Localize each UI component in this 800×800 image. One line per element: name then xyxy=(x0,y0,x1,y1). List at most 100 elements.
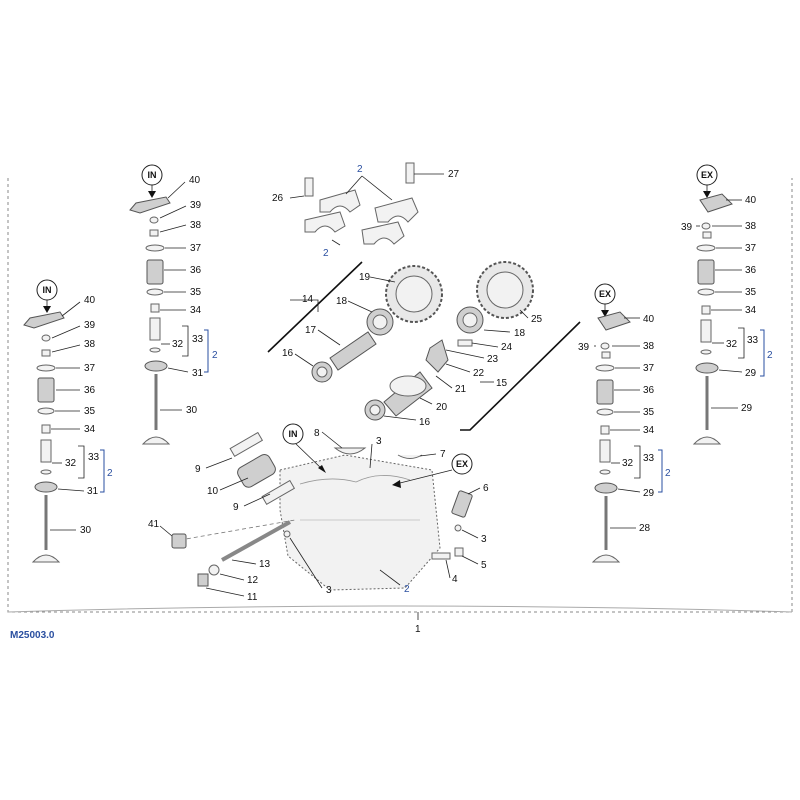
assembly-brace xyxy=(7,605,793,613)
callout-20: 20 xyxy=(436,402,448,413)
collet-part xyxy=(149,229,159,237)
in-badge-outer: IN xyxy=(36,279,58,301)
ex-badge-head: EX xyxy=(451,453,473,475)
callout-32: 32 xyxy=(65,458,77,469)
callout-39: 39 xyxy=(190,200,202,211)
callout-34: 34 xyxy=(190,305,202,316)
stud-part xyxy=(431,552,451,560)
bearing-inner xyxy=(462,312,478,328)
bearing-inner xyxy=(316,366,328,378)
callout-17: 17 xyxy=(305,325,317,336)
cam-frame-right xyxy=(460,321,581,431)
callout-38: 38 xyxy=(84,339,96,350)
valve-seal-part xyxy=(600,425,610,435)
callout-2: 2 xyxy=(323,248,329,259)
cam-cap-part xyxy=(319,189,361,213)
callout-26: 26 xyxy=(272,193,284,204)
valve-guide-part xyxy=(700,319,712,343)
svg-text:EX: EX xyxy=(599,289,611,299)
valve-guide-part xyxy=(599,439,611,463)
guide-ring-part xyxy=(149,347,161,353)
valve-seal-part xyxy=(150,303,160,313)
spring-seat-part xyxy=(596,408,614,416)
callout-37: 37 xyxy=(84,363,96,374)
callout-32: 32 xyxy=(726,339,738,350)
callout-39: 39 xyxy=(84,320,96,331)
temp-sensor-part xyxy=(171,533,187,549)
callout-23: 23 xyxy=(487,354,499,365)
valve-spring-part xyxy=(697,259,715,285)
valve-cap-part xyxy=(600,342,610,350)
callout-3: 3 xyxy=(326,585,332,596)
intake-boot-part xyxy=(237,454,276,488)
callout-30: 30 xyxy=(186,405,198,416)
callout-36: 36 xyxy=(190,265,202,276)
callout-35: 35 xyxy=(84,406,96,417)
svg-text:IN: IN xyxy=(148,170,157,180)
valve-head-part xyxy=(692,436,722,445)
callout-16: 16 xyxy=(419,417,431,428)
callout-4: 4 xyxy=(452,574,458,585)
valve-cap-part xyxy=(41,334,51,342)
spring-retainer-part xyxy=(36,364,56,372)
intake-clamp-part xyxy=(261,479,296,506)
collet-part xyxy=(601,351,611,359)
cap-bolt-part xyxy=(405,162,415,184)
dowel-part xyxy=(454,524,462,532)
sensor-guide-line xyxy=(179,519,296,541)
callout-36: 36 xyxy=(643,385,655,396)
callout-10: 10 xyxy=(207,486,219,497)
callout-37: 37 xyxy=(745,243,757,254)
spring-retainer-part xyxy=(696,244,716,252)
plug-part xyxy=(454,547,464,557)
callout-33: 33 xyxy=(192,334,204,345)
callout-15: 15 xyxy=(496,378,508,389)
callout-19: 19 xyxy=(359,272,371,283)
callout-37: 37 xyxy=(643,363,655,374)
valve-guide-part xyxy=(40,439,52,463)
cap-bolt-part xyxy=(304,177,314,197)
callout-31: 31 xyxy=(87,486,99,497)
callout-3: 3 xyxy=(481,534,487,545)
rocker-arm-part xyxy=(597,311,631,331)
half-moon-seal-part xyxy=(333,447,367,455)
callout-24: 24 xyxy=(501,342,513,353)
collet-part xyxy=(41,349,51,357)
callout-37: 37 xyxy=(190,243,202,254)
callout-5: 5 xyxy=(481,560,487,571)
callout-14: 14 xyxy=(302,294,314,305)
cam-cap-part xyxy=(304,211,346,233)
callout-34: 34 xyxy=(745,305,757,316)
cam-cap-part xyxy=(374,197,419,223)
callout-36: 36 xyxy=(84,385,96,396)
cam-cap-part xyxy=(361,221,405,245)
callout-29: 29 xyxy=(745,368,757,379)
rocker-arm-part xyxy=(699,193,733,213)
valve-stack-ex-inner: EX 40 39 38 37 36 35 34 32 33 2 29 28 xyxy=(578,283,671,563)
valve-head-part xyxy=(141,436,171,445)
callout-40: 40 xyxy=(745,195,757,206)
callout-35: 35 xyxy=(643,407,655,418)
callout-38: 38 xyxy=(643,341,655,352)
valve-cap-part xyxy=(701,222,711,230)
callout-35: 35 xyxy=(745,287,757,298)
ex-badge-inner: EX xyxy=(594,283,616,305)
bearing-shell-part xyxy=(397,454,423,459)
assembly-frame xyxy=(7,178,793,613)
svg-text:EX: EX xyxy=(701,170,713,180)
in-arrow-head-inner xyxy=(148,191,156,198)
in-arrow-head-outer xyxy=(43,306,51,313)
spring-seat-part xyxy=(146,288,164,296)
camshaft-part xyxy=(329,331,377,371)
sprocket-hub-part xyxy=(486,271,524,309)
callout-38: 38 xyxy=(190,220,202,231)
callout-21: 21 xyxy=(455,384,467,395)
callout-36: 36 xyxy=(745,265,757,276)
callout-28: 28 xyxy=(639,523,651,534)
callout-41: 41 xyxy=(148,519,160,530)
callout-32: 32 xyxy=(172,339,184,350)
callout-34: 34 xyxy=(643,425,655,436)
callout-31: 31 xyxy=(192,368,204,379)
callout-2: 2 xyxy=(107,468,113,479)
callout-2: 2 xyxy=(212,350,218,361)
